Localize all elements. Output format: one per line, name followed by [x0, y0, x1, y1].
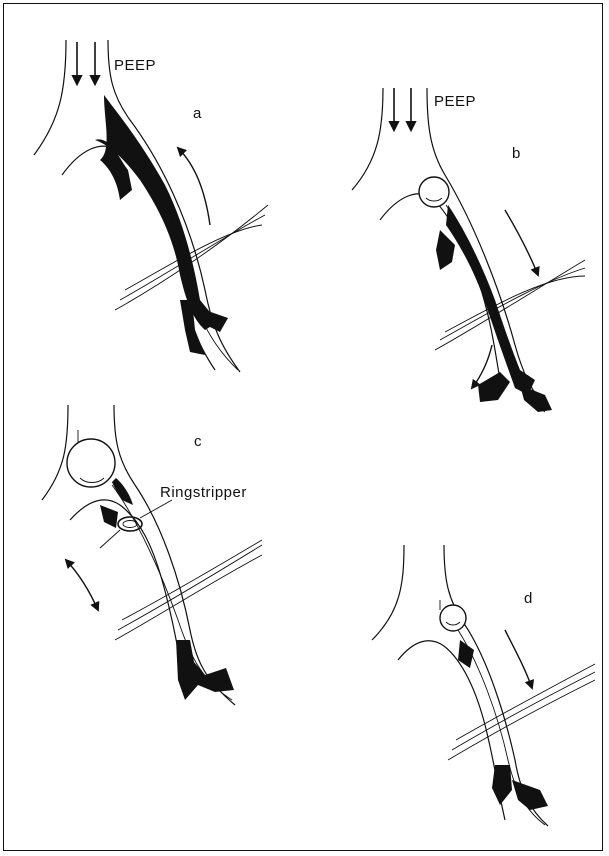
curved-arrow-icon [505, 630, 532, 688]
panel-d-crossing-1 [448, 680, 595, 760]
panel-b-clot-side [436, 230, 455, 270]
panel-a-clot-fork [205, 310, 228, 332]
panel-d-clot-fork [512, 780, 548, 810]
balloon-icon [419, 177, 449, 207]
panel-c: c Ringstripper [42, 405, 262, 705]
panel-b-clot-fork [478, 372, 510, 402]
panel-b-crossing-1 [435, 260, 585, 350]
panel-a-clot [95, 95, 218, 330]
panel-label-a: a [193, 105, 202, 122]
curved-arrow-icon [178, 148, 210, 225]
panel-c-clot-side [100, 505, 118, 528]
panel-b-wall-left [352, 88, 383, 190]
curved-arrow-icon [505, 210, 538, 275]
balloon-icon [67, 439, 115, 487]
panel-a: PEEP a [34, 40, 268, 372]
panel-c-wall-right [114, 405, 235, 705]
peep-label-b: PEEP [434, 93, 476, 110]
panel-c-wall-left [42, 405, 68, 500]
panel-label-b: b [512, 145, 520, 162]
panel-a-wall-left [34, 40, 66, 155]
panel-b-clot-fork-2 [520, 385, 552, 412]
ring-icon-inner [123, 521, 137, 528]
panel-c-clot-bottom [176, 640, 234, 700]
peep-label-a: PEEP [114, 57, 156, 74]
panel-c-crossing-1 [115, 555, 262, 640]
panel-d-branch-wall [398, 641, 505, 820]
ringstripper-shaft [100, 530, 120, 548]
ringstripper-leader [140, 500, 172, 518]
panel-label-d: d [524, 590, 532, 607]
balloon-icon [440, 605, 466, 631]
panel-b: PEEP b [352, 88, 585, 412]
panel-label-c: c [194, 433, 202, 450]
panel-d-crossing-2 [452, 672, 595, 750]
panel-d-crossing-3 [456, 664, 595, 740]
panel-c-crossing-3 [122, 540, 262, 620]
panel-d-clot-bottom [492, 765, 512, 805]
ringstripper-label: Ringstripper [160, 484, 247, 501]
panel-c-crossing-2 [118, 545, 262, 630]
panel-d: d [372, 545, 595, 826]
panel-b-crossing-3 [445, 276, 585, 332]
curved-arrow-icon [66, 560, 98, 610]
panel-d-wall-left [372, 545, 404, 640]
